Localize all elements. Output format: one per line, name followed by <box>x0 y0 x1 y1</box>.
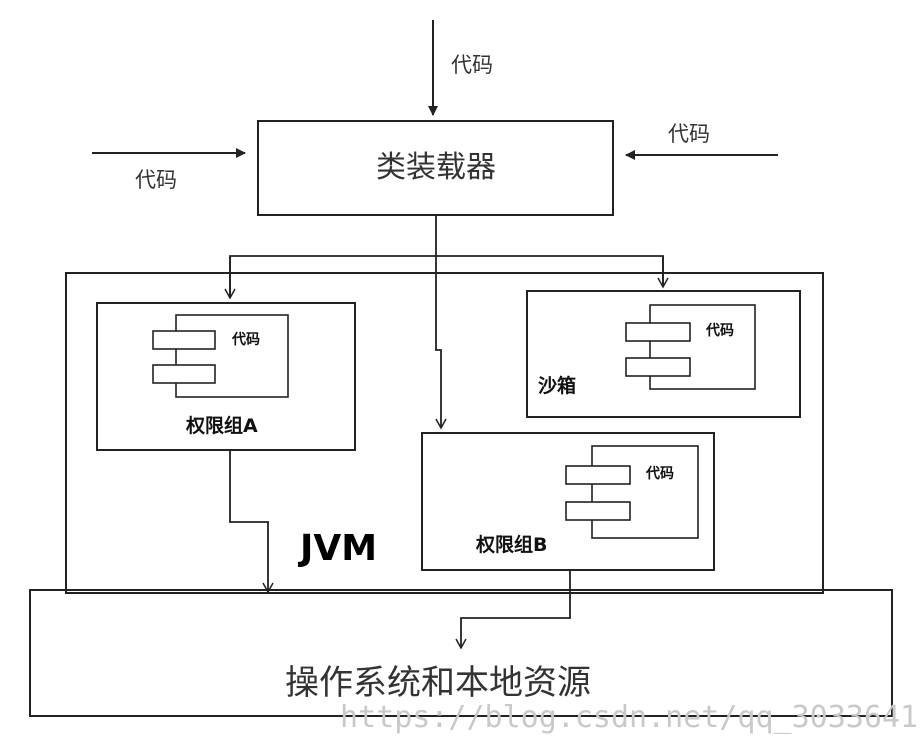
line-group-b-to-os <box>455 570 571 650</box>
class-loader-label: 类装载器 <box>376 150 496 185</box>
line-group-a-to-os <box>229 450 274 594</box>
lines-to-os <box>229 450 571 650</box>
incoming-code-arrows <box>92 20 778 160</box>
component-code-label-sandbox: 代码 <box>705 322 734 339</box>
os-resources-box <box>29 589 893 717</box>
jvm-label: JVM <box>297 528 377 569</box>
os-resources-label: 操作系统和本地资源 <box>285 663 591 703</box>
watermark-text: https://blog.csdn.net/qq_3033641 <box>340 700 918 735</box>
component-icon-a <box>152 314 289 398</box>
perm-group-b-label: 权限组B <box>475 533 547 556</box>
component-icon-b <box>565 445 699 539</box>
jvm-box <box>65 272 824 594</box>
class-loader-box <box>257 120 614 216</box>
loader-distribution-lines <box>224 215 669 430</box>
code-label-left: 代码 <box>135 168 177 192</box>
component-icon-sandbox <box>625 304 756 390</box>
component-code-label-b: 代码 <box>645 465 674 482</box>
line-to-group-b <box>435 215 447 430</box>
code-label-top: 代码 <box>451 53 493 77</box>
perm-group-a-label: 权限组A <box>185 414 258 437</box>
code-label-right: 代码 <box>668 122 710 146</box>
component-code-label-a: 代码 <box>231 331 260 348</box>
sandbox-label: 沙箱 <box>538 374 576 397</box>
